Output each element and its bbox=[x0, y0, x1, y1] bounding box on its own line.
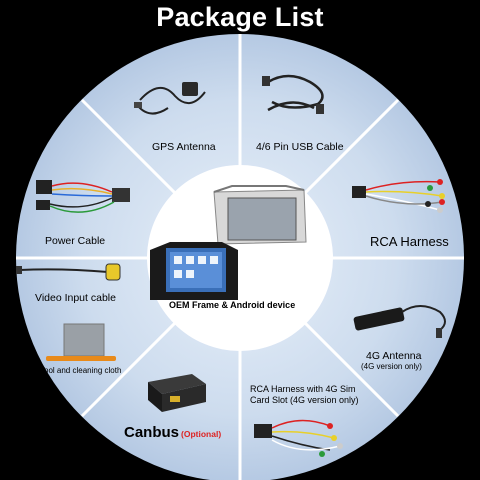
usb-cable-image bbox=[262, 74, 324, 114]
canbus-image bbox=[148, 374, 206, 412]
gps-antenna-image bbox=[134, 82, 206, 115]
antenna-4g-label: 4G Antenna bbox=[366, 350, 422, 362]
oem-frame-image bbox=[213, 185, 307, 245]
video-input-cable-image bbox=[16, 263, 121, 281]
rca-sim-label-line2: Card Slot (4G version only) bbox=[250, 395, 359, 405]
rca-sim-harness-image bbox=[254, 419, 343, 457]
gps-antenna-label: GPS Antenna bbox=[152, 141, 216, 153]
power-cable-image bbox=[36, 180, 130, 213]
tool-cloth-label: Tool and cleaning cloth bbox=[40, 366, 122, 375]
tool-cloth-image bbox=[46, 323, 116, 361]
canbus-label: Canbus bbox=[124, 424, 180, 441]
power-cable-label: Power Cable bbox=[45, 235, 106, 247]
video-input-label: Video Input cable bbox=[35, 292, 116, 304]
antenna-4g-note: (4G version only) bbox=[361, 362, 422, 371]
android-device-image bbox=[150, 242, 238, 300]
usb-cable-label: 4/6 Pin USB Cable bbox=[256, 141, 344, 153]
canbus-label-group: Canbus(Optional) bbox=[124, 424, 221, 442]
antenna-4g-image bbox=[353, 305, 446, 338]
rca-sim-label-line1: RCA Harness with 4G Sim bbox=[250, 384, 356, 394]
page-title: Package List bbox=[156, 2, 324, 32]
rca-harness-image bbox=[352, 179, 445, 213]
oem-device-label: OEM Frame & Android device bbox=[169, 300, 296, 310]
rca-harness-label: RCA Harness bbox=[370, 234, 449, 249]
canbus-optional-label: (Optional) bbox=[181, 429, 222, 439]
